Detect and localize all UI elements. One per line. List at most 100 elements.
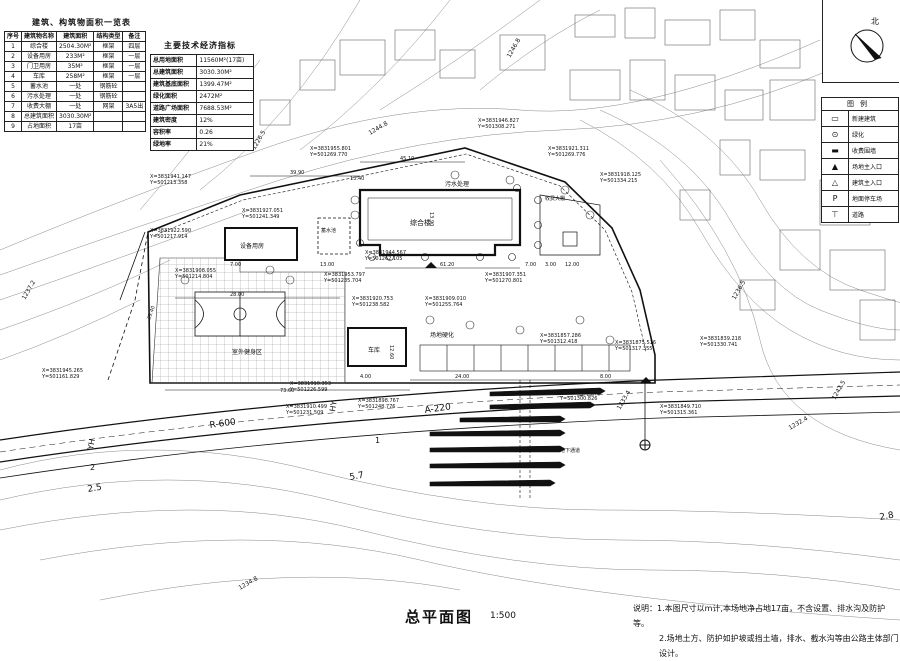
plaza-label: 场地硬化 [430,331,454,339]
coordinate-x: X=3831955.801 [310,146,351,152]
coordinate-y: Y=501315.361 [659,410,697,416]
north-arrow-box: 北 [822,0,899,83]
legend-label: 建筑主入口 [852,180,883,187]
building-table-cell: 8 [3,111,23,122]
fitness-area-label: 室外健身区 [232,348,262,356]
tech-table-cell: 7688.53M² [196,102,254,115]
building-table-cell: 一层 [122,61,147,72]
dimension-label: 24.00 [455,374,469,380]
building-table-cell: 3A5出 [122,101,147,112]
building-table-cell: 一处 [56,101,95,112]
coordinate-x: X=3831910.353 [290,381,331,387]
building-table-cell: 框架 [93,51,124,62]
tech-table-cell: 0.26 [196,126,254,139]
coordinate-x: X=3831918.125 [600,172,641,178]
coordinate-y: Y=501262.105 [364,256,402,262]
coordinate-y: Y=501312.418 [539,339,577,345]
building-table-cell: 网架 [93,101,124,112]
building-table-cell: 框架 [93,61,124,72]
dimension-label: 28.00 [230,292,244,298]
road-hy-label: HY [328,400,339,412]
building-table-cell: 35M² [56,61,95,72]
grade-label: 5.7 [349,471,365,483]
main-building-label: 综合楼 [410,218,431,227]
water-tank-label: 蓄水池 [321,227,336,234]
coordinate-y: Y=501334.215 [599,178,637,184]
road-a220-label: A-220 [424,402,452,416]
tech-table-cell: 21% [196,138,254,151]
coordinate-y: Y=501214.804 [174,274,212,280]
gate-label: 上下行门 [580,390,600,397]
coordinate-x: X=3831857.286 [540,333,581,339]
legend-label: 新建建筑 [852,116,877,123]
building-table-cell: 占地面积 [21,121,58,132]
legend-label: 绿化 [852,132,865,139]
building-table-cell: 258M² [56,71,95,82]
coordinate-y: Y=501269.770 [309,152,347,158]
building-table-cell: 一层 [122,51,147,62]
coordinate-x: X=3831849.710 [660,404,701,410]
site-plan-drawing: 综合楼设备用房蓄水池车库场地硬化室外健身区污水处理收费大棚地下通道上下行门A-2… [0,0,900,621]
building-table-cell [122,91,147,102]
building-table-cell [122,111,147,122]
dimension-label: 45.10 [400,156,414,162]
site-boundary [107,147,656,384]
dimension-label: 61.20 [440,262,454,268]
equipment-room [224,227,298,261]
building-table-cell: 总建筑面积 [21,111,58,122]
building-table-title: 建筑、构筑物面积一览表 [32,18,131,27]
coordinate-x: X=3831920.753 [352,296,393,302]
legend-label: 收费围墙 [852,148,877,155]
building-table-row: 序号建筑物名称建筑面积结构类型备注 [3,31,147,42]
toll-islands [429,387,606,487]
building-table-cell: 4 [3,71,23,82]
coordinate-x: X=3831875.516 [615,340,656,346]
road-yh-label: YH [86,438,97,451]
terrain-contours [0,0,900,621]
grade-label: 2.5 [87,483,103,495]
tech-table-cell: 1399.47M² [196,78,254,91]
legend-symbol-icon: ▲ [822,159,849,174]
coordinate-y: Y=501300.826 [559,396,597,402]
dimension-label: 12.00 [565,262,579,268]
building-table-cell: 建筑物名称 [21,31,58,42]
road-1-label: 1 [375,436,380,445]
coordinate-x: X=3831945.265 [42,368,83,374]
legend-label: 道路 [852,212,865,219]
garage [347,327,407,367]
building-table-cell: 收费大棚 [21,101,58,112]
coordinate-x: X=3831946.827 [478,118,519,124]
underpass [519,380,531,500]
drawing-notes: 说明：1.本图尺寸以m计,本场地净占地17亩，不含设置、排水沟及防护等。 2.场… [633,601,900,661]
elevation-label: 1233.4 [616,389,633,411]
legend-label: 地面停车场 [852,196,883,203]
tech-table-cell: 2472M² [196,90,254,103]
building-table-cell: 一层 [122,71,147,82]
coordinate-x: X=3831908.055 [175,268,216,274]
tech-table-cell: 建筑密度 [149,114,198,127]
note-2: 2.场地土方、防护如护坡或挡土墙，排水、截水沟等由公路主体部门设计。 [659,634,899,658]
north-arrow-icon [850,29,884,63]
equipment-room-label: 设备用房 [240,242,264,250]
building-table-cell: 车库 [21,71,58,82]
water-tank [317,217,351,255]
tech-table-cell: 建筑基底面积 [149,78,198,91]
tech-table-cell: 容积率 [149,126,198,139]
building-table-cell: 233M² [56,51,95,62]
north-label: 北 [871,17,879,26]
legend-symbol-icon: ▭ [822,111,849,126]
coordinate-y: Y=501269.776 [547,152,585,158]
legend-item: ▲场地主入口 [822,159,898,175]
garage-label: 车库 [368,346,380,354]
legend-symbol-icon: ⊤ [822,207,849,222]
tech-table-title: 主要技术经济指标 [164,41,236,50]
coordinate-y: Y=501213.358 [149,180,187,186]
legend-symbol-icon: △ [822,175,849,190]
building-table-cell: 门卫用房 [21,61,58,72]
building-table-cell: 污水处理 [21,91,58,102]
coordinate-x: X=3831909.010 [425,296,466,302]
coordinate-y: Y=501270.801 [484,278,522,284]
